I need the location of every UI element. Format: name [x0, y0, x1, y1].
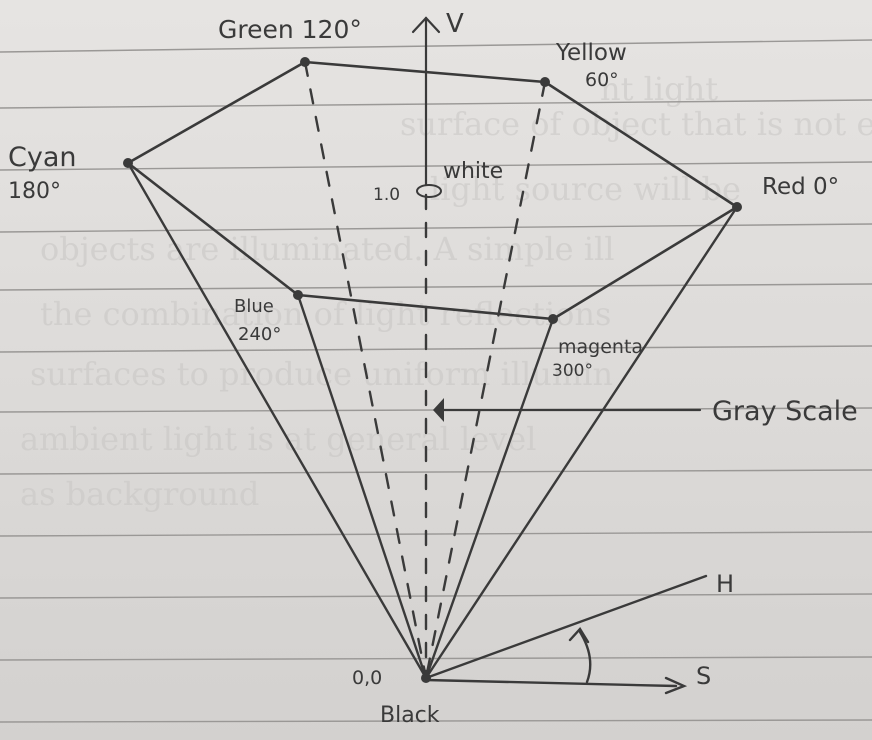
black-label: Black [380, 703, 440, 728]
ghost-line-8: as background [20, 475, 259, 513]
yellow-label: Yellow [555, 40, 627, 66]
edge-red-black [424, 205, 739, 680]
blue-vertex [293, 290, 303, 300]
h-axis-line [424, 574, 708, 680]
edge-blue-cyan [126, 161, 300, 297]
edge-yellow-black [424, 80, 547, 680]
ghost-line-5: the combination of light reflections [40, 295, 611, 333]
ghost-line-4: objects are illuminated. A simple ill [40, 230, 614, 268]
magenta-vertex [548, 314, 558, 324]
cyan-label: Cyan [8, 142, 77, 173]
rule-line [0, 469, 872, 475]
red-label: Red 0° [762, 174, 839, 200]
rule-line [0, 593, 872, 599]
rule-line [0, 39, 872, 53]
rule-line [0, 345, 872, 353]
edge-yellow-red [543, 80, 739, 209]
blue-label: Blue [234, 296, 274, 317]
rule-line [0, 161, 872, 171]
white-label: white [443, 159, 503, 184]
s-axis-label: S [696, 662, 711, 690]
yellow-angle-label: 60° [585, 69, 619, 91]
ghost-line-2: surface of object that is not exp [400, 105, 872, 143]
rule-line [0, 531, 872, 537]
white-point [416, 184, 442, 198]
vertex-labels: Green 120° Yellow 60° Cyan 180° white 1.… [8, 9, 858, 728]
green-label: Green 120° [218, 15, 362, 44]
edge-cyan-black [126, 161, 428, 680]
magenta-angle-label: 300° [552, 361, 593, 381]
rule-line [0, 223, 872, 233]
v-axis-arrowhead [411, 16, 441, 34]
show-through-text: nt light surface of object that is not e… [20, 70, 872, 513]
s-axis-arrowhead [664, 676, 688, 695]
ghost-line-7: ambient light is at general level [20, 420, 536, 458]
yellow-vertex [540, 77, 550, 87]
blue-angle-label: 240° [238, 324, 281, 345]
hue-angle-arc [578, 630, 592, 684]
rule-line [0, 719, 872, 723]
gray-scale-pointer [433, 398, 702, 422]
edge-red-magenta [551, 205, 739, 321]
green-vertex [300, 57, 310, 67]
cone-edges [126, 161, 739, 680]
origin-label: 0,0 [352, 667, 382, 689]
red-vertex [732, 202, 742, 212]
hidden-edges [303, 60, 547, 680]
white-value-label: 1.0 [373, 185, 400, 205]
magenta-label: magenta [558, 336, 643, 358]
hue-angle-arrowhead [568, 627, 590, 644]
rule-line [0, 283, 872, 291]
edge-blue-black [296, 293, 428, 680]
rule-line [0, 99, 872, 109]
edge-magenta-black [424, 317, 555, 680]
edge-green-black [303, 60, 428, 680]
gray-scale-arrowhead [433, 398, 444, 422]
v-axis-label: V [446, 9, 464, 39]
hs-axes [424, 574, 708, 695]
cyan-vertex [123, 158, 133, 168]
h-axis-label: H [716, 570, 734, 598]
ghost-line-6: surfaces to produce uniform illumin [30, 355, 613, 393]
edge-cyan-green [126, 60, 307, 165]
v-axis [411, 16, 441, 187]
s-axis-line [424, 678, 678, 688]
gray-scale-label: Gray Scale [712, 396, 858, 427]
rule-line [0, 656, 872, 661]
cyan-angle-label: 180° [8, 179, 61, 204]
